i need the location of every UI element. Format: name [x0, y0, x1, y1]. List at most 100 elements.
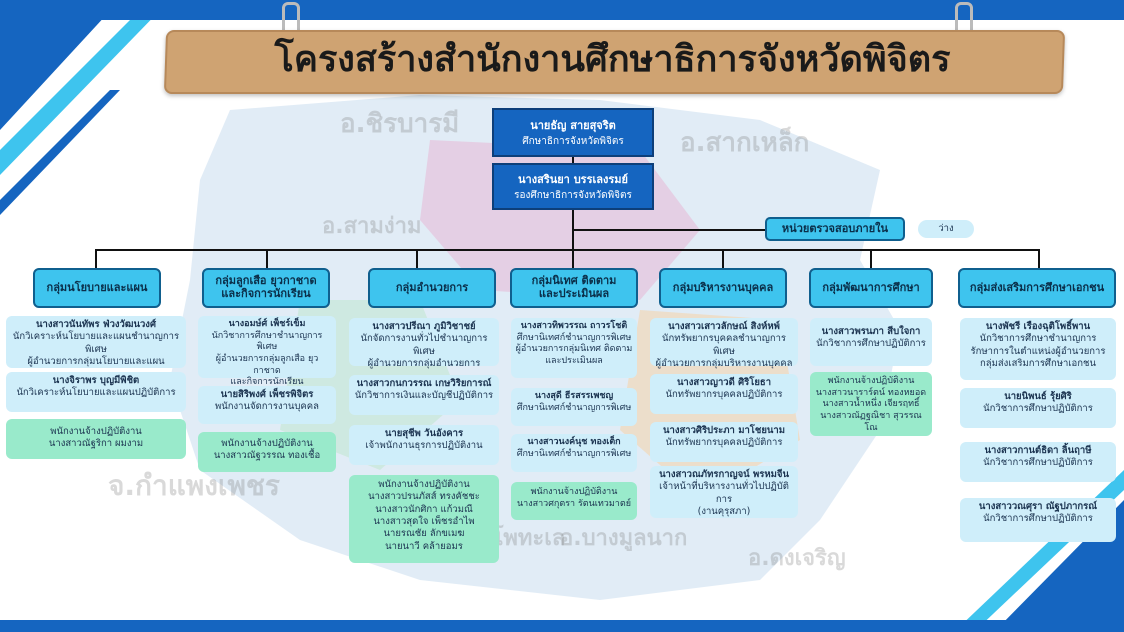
staff-position: ผู้อำนวยการกลุ่มบริหารงานบุคคล: [655, 358, 793, 370]
audit-status: ว่าง: [918, 220, 974, 238]
staff-position: ผู้อำนวยการกลุ่มลูกเสือ ยุวกาชาด: [215, 354, 319, 376]
staff-name: นางสาวศิริประภา มาโชยนาม: [662, 425, 785, 436]
staff-position: ผู้อำนวยการกลุ่มนิเทศ ติดตาม: [515, 344, 633, 355]
staff-line: พนักงานจ้างปฏิบัติงาน: [50, 426, 142, 437]
staff-line: นางสาวณัฐวรรณ ทองเชื้อ: [213, 450, 321, 462]
staff-line: นางสาวสุดใจ เพ็ชรอำไพ: [373, 516, 475, 528]
connector: [1038, 249, 1040, 268]
staff-card: นางสาวญาวดี ศิริโยธา นักทรัพยากรบุคคลปฏิ…: [650, 374, 798, 414]
staff-name: นายสุชีพ วันอังคาร: [384, 428, 464, 439]
staff-card: นางสาวเสาวลักษณ์ สิงห์หพ์ นักทรัพยากรบุค…: [650, 318, 798, 369]
connector: [95, 249, 1040, 251]
staff-position: เจ้าหน้าที่บริหารงานทั่วไปปฏิบัติการ: [659, 481, 789, 505]
deputy-title: รองศึกษาธิการจังหวัดพิจิตร: [514, 190, 632, 201]
page-title: โครงสร้างสำนักงานศึกษาธิการจังหวัดพิจิตร: [274, 39, 951, 80]
director-box: นายธัญ สายสุจริต ศึกษาธิการจังหวัดพิจิตร: [492, 108, 654, 157]
staff-line: พนักงานจ้างปฏิบัติงาน: [221, 438, 313, 449]
staff-name: นางจิราพร บุญมีพิชิต: [52, 375, 140, 386]
staff-line: นายรณชัย ลักขเมฆ: [383, 528, 465, 540]
staff-position: รักษาการในตำแหน่งผู้อำนวยการ: [970, 345, 1106, 357]
contract-staff-card: พนักงานจ้างปฏิบัติงาน นางสาวศกุตรา รัตนเ…: [511, 482, 637, 520]
staff-card: นางจิราพร บุญมีพิชิต นักวิเคราะห์นโยบายแ…: [6, 372, 186, 412]
staff-position: ผู้อำนวยการกลุ่มอำนวยการ: [367, 358, 481, 370]
staff-name: นางสาวพรนภา สีบใจกา: [821, 326, 921, 337]
staff-card: นางสาวนันทัพร ฟ่วงวัฒนวงศ์ นักวิเคราะห์น…: [6, 316, 186, 368]
staff-position: นักวิชาการเงินและบัญชีปฏิบัติการ: [354, 390, 494, 402]
staff-line: นางสาวณัฏฐณิชา สุวรรณโณ: [820, 411, 922, 433]
staff-line: พนักงานจ้างปฏิบัติงาน: [378, 479, 470, 490]
staff-card: นายสุชีพ วันอังคาร เจ้าพนักงานธุรการปฏิบ…: [349, 425, 499, 465]
staff-position: ศึกษานิเทศก์ชำนาญการพิเศษ: [516, 448, 632, 459]
staff-position: พนักงานจัดการงานบุคคล: [215, 401, 319, 413]
director-title: ศึกษาธิการจังหวัดพิจิตร: [522, 136, 624, 147]
watermark: จ.กำแพงเพชร: [108, 469, 280, 502]
watermark: อ.สามง่าม: [322, 214, 422, 239]
staff-name: นางสาวกานต์ธิดา ลิ้นฤาษี: [984, 445, 1092, 456]
staff-line: พนักงานจ้างปฏิบัติงาน: [827, 376, 915, 386]
staff-line: นายนาวี คล้ายอมร: [385, 540, 463, 552]
director-name: นายธัญ สายสุจริต: [530, 119, 616, 132]
watermark: อ.สากเหล็ก: [680, 128, 810, 158]
top-bar: [0, 0, 1124, 20]
watermark: อ.บางมูลนาก: [560, 526, 688, 551]
staff-name: นางสุดี ธีรสรรเพชญ: [534, 391, 614, 401]
staff-card: นางอมษ์ศ์ เพ็ชร์เข็ม นักวิชาการศึกษาชำนา…: [198, 316, 336, 387]
staff-line: นางสาวนาราร์ตน์ ทองหยอด: [815, 387, 927, 398]
contract-staff-card: พนักงานจ้างปฏิบัติงาน นางสาวนาราร์ตน์ ทอ…: [810, 372, 932, 436]
contract-staff-card: พนักงานจ้างปฏิบัติงาน นางสาวปรนภัสส์ ทรง…: [349, 475, 499, 563]
staff-name: นายนิพนธ์ รุ้ยศิริ: [1004, 391, 1072, 402]
staff-line: พนักงานจ้างปฏิบัติงาน: [530, 487, 618, 497]
staff-position: นักทรัพยากรบุคคลปฏิบัติการ: [665, 389, 783, 401]
staff-card: นางสาวนงค์นุช ทองเต็ก ศึกษานิเทศก์ชำนาญก…: [511, 434, 637, 472]
connector: [870, 249, 872, 268]
staff-position: นักวิชาการศึกษาปฏิบัติการ: [983, 457, 1093, 469]
staff-card: นางสาวปรีณา ภูมิวิชาชย์ นักจัดการงานทั่ว…: [349, 318, 499, 369]
connector: [266, 249, 268, 268]
staff-position: นักวิเคราะห์นโยบายและแผนชำนาญการพิเศษ: [12, 331, 180, 355]
connector: [572, 229, 765, 231]
staff-position: นักวิชาการศึกษาปฏิบัติการ: [983, 403, 1093, 415]
staff-card: นางสาวศิริประภา มาโชยนาม นักทรัพยากรบุคค…: [650, 422, 798, 462]
watermark: อ.ชิรบารมี: [340, 109, 460, 139]
group-header: กลุ่มนิเทศ ติดตาม และประเมินผล: [510, 268, 638, 308]
staff-name: นางอมษ์ศ์ เพ็ชร์เข็ม: [228, 319, 306, 329]
group-header: กลุ่มนโยบายและแผน: [33, 268, 161, 308]
audit-unit-box: หน่วยตรวจสอบภายใน: [765, 217, 905, 241]
staff-line: นางสาวนักศิกา แก้วมณี: [375, 503, 473, 515]
group-header: กลุ่มบริหารงานบุคคล: [659, 268, 787, 308]
staff-card: นางสาวพรนภา สีบใจกา นักวิชาการศึกษาปฏิบั…: [810, 318, 932, 366]
staff-name: นางสาวกนกวรรณ เกษวิริยการณ์: [356, 378, 492, 389]
staff-position: ผู้อำนวยการกลุ่มนโยบายและแผน: [27, 356, 165, 368]
corner-stripe-left: [0, 0, 170, 215]
group-header: กลุ่มพัฒนาการศึกษา: [809, 268, 933, 308]
contract-staff-card: พนักงานจ้างปฏิบัติงาน นางสาวณัฐวรรณ ทองเ…: [198, 432, 336, 472]
contract-staff-card: พนักงานจ้างปฏิบัติงาน นางสาวณัฐริกา ผมงา…: [6, 419, 186, 459]
bottom-bar: [0, 620, 1124, 632]
connector: [572, 249, 574, 268]
connector: [572, 157, 574, 163]
staff-name: นางสาวนันทัพร ฟ่วงวัฒนวงศ์: [36, 319, 156, 330]
staff-name: นางสาวณภัทรกาญจน์ พรหมจีน: [659, 469, 789, 480]
staff-card: นางสุดี ธีรสรรเพชญ ศึกษานิเทศก์ชำนาญการพ…: [511, 388, 637, 426]
group-header: กลุ่มลูกเสือ ยุวกาชาด และกิจการนักเรียน: [202, 268, 330, 308]
staff-name: นางสาวปรีณา ภูมิวิชาชย์: [372, 321, 476, 332]
staff-line: นางสาวศกุตรา รัตนเทวมาตย์: [517, 498, 631, 509]
staff-card: นายสิริพงศ์ เพ็ชรพิจิตร พนักงานจัดการงาน…: [198, 386, 336, 424]
staff-position: ศึกษานิเทศก์ชำนาญการพิเศษ: [516, 402, 632, 413]
staff-card: นางสาวทิพวรรณ ถาวรโชติ ศึกษานิเทศก์ชำนาญ…: [511, 318, 637, 378]
staff-position: กลุ่มส่งเสริมการศึกษาเอกชน: [980, 358, 1096, 370]
watermark: อ.ดงเจริญ: [748, 546, 846, 571]
staff-position: และประเมินผล: [545, 356, 603, 367]
connector: [416, 249, 418, 268]
staff-position: นักทรัพยากรบุคคลชำนาญการพิเศษ: [661, 333, 787, 357]
staff-line: นางสาวปรนภัสส์ ทรงคัชชะ: [368, 491, 480, 503]
staff-position: นักวิชาการศึกษาปฏิบัติการ: [983, 513, 1093, 525]
staff-card: นางสาวกานต์ธิดา ลิ้นฤาษี นักวิชาการศึกษา…: [960, 442, 1116, 482]
staff-line: นางสาวน้ำหนึ่ง เจียรฤทธิ์: [822, 399, 920, 410]
staff-card: นางสาวณภัทรกาญจน์ พรหมจีน เจ้าหน้าที่บริ…: [650, 466, 798, 518]
staff-position: นักวิชาการศึกษาชำนาญการ: [979, 333, 1097, 345]
staff-line: นางสาวณัฐริกา ผมงาม: [48, 438, 144, 450]
staff-name: นางสาวนงค์นุช ทองเต็ก: [527, 437, 621, 447]
staff-position: นักวิเคราะห์นโยบายและแผนปฏิบัติการ: [16, 387, 176, 399]
deputy-name: นางสรินยา บรรเลงรมย์: [518, 173, 628, 186]
